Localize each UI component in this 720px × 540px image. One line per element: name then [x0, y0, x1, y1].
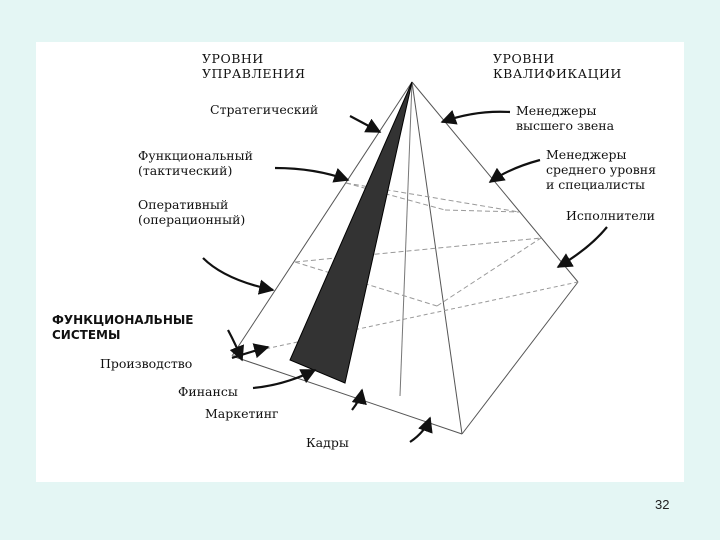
management-levels-header: УРОВНИ УПРАВЛЕНИЯ	[202, 51, 306, 81]
arrow-production	[231, 343, 270, 360]
arrow-operational	[202, 257, 275, 295]
arrow-executors	[556, 226, 608, 268]
functional-system-finance: Финансы	[178, 384, 238, 399]
arrow-tactical	[274, 166, 350, 183]
management-label-strategic: Стратегический	[210, 102, 319, 117]
arrow-finance	[252, 369, 317, 390]
functional-system-marketing: Маркетинг	[205, 406, 279, 421]
qualification-label-top-managers: Менеджеры высшего звена	[516, 103, 615, 133]
management-label-operational: Оперативный (операционный)	[138, 197, 246, 227]
pointer-arrows	[202, 110, 608, 443]
qualification-levels-header: УРОВНИ КВАЛИФИКАЦИИ	[493, 51, 622, 81]
qualification-label-middle-managers: Менеджеры среднего уровня и специалисты	[546, 147, 657, 192]
management-label-tactical: Функциональный (тактический)	[138, 148, 253, 178]
arrow-functional-systems	[227, 329, 245, 362]
arrow-middle-managers	[488, 158, 541, 183]
arrow-personnel	[409, 416, 433, 443]
arrow-top-managers	[440, 110, 511, 125]
page-number: 32	[655, 497, 670, 512]
functional-slice	[289, 81, 413, 384]
functional-system-production: Производство	[100, 356, 193, 371]
functional-systems-title: ФУНКЦИОНАЛЬНЫЕ СИСТЕМЫ	[52, 313, 194, 342]
arrow-strategic	[349, 115, 382, 133]
qualification-label-executors: Исполнители	[566, 208, 655, 223]
arrow-marketing	[351, 388, 367, 411]
functional-system-personnel: Кадры	[306, 435, 349, 450]
